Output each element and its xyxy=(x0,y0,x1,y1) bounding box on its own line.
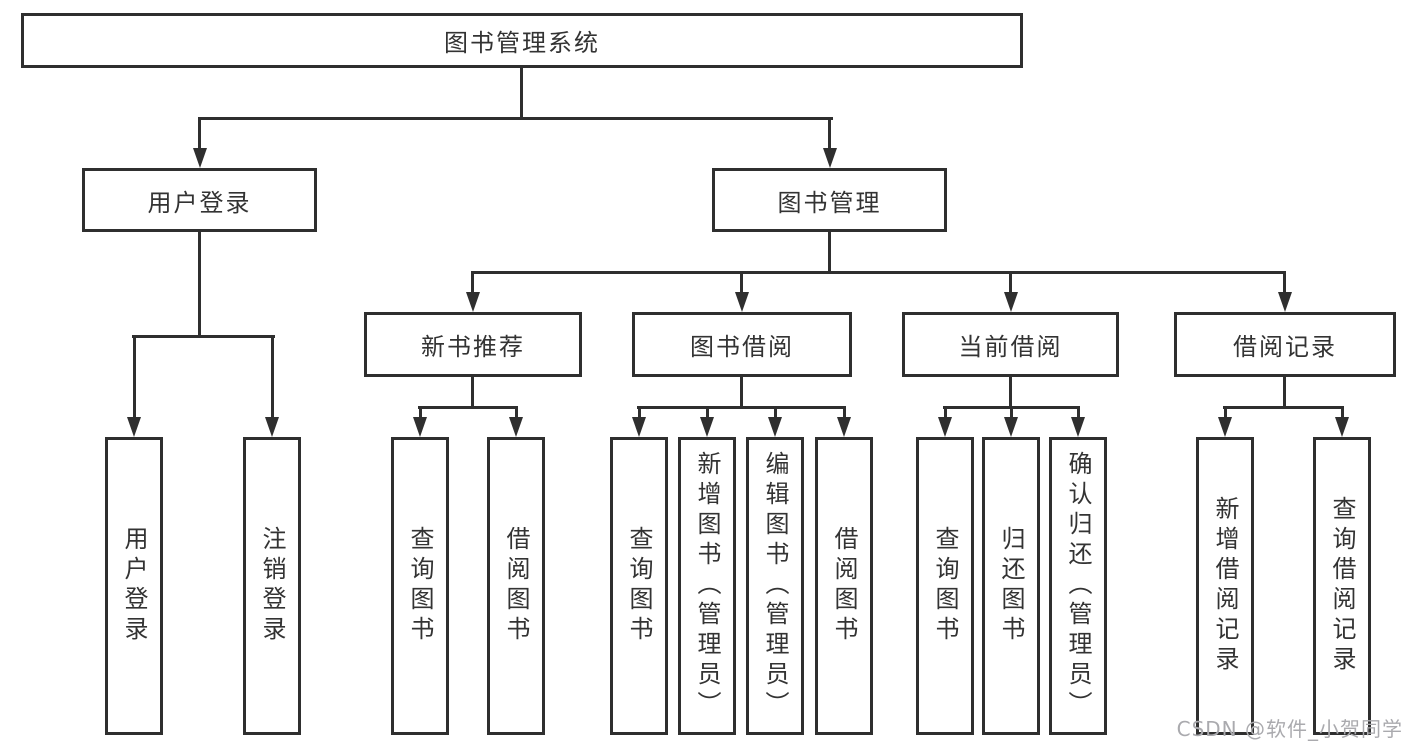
connector-line xyxy=(843,406,846,419)
connector-line xyxy=(637,406,846,409)
leaf-records-add: 新增借阅记录 xyxy=(1196,437,1254,735)
node-book-borrow: 图书借阅 xyxy=(632,312,852,377)
arrowhead-icon xyxy=(413,417,427,437)
connector-line xyxy=(1009,271,1012,295)
arrowhead-icon xyxy=(700,417,714,437)
connector-line xyxy=(1223,406,1344,409)
leaf-label: 查询图书 xyxy=(931,526,959,646)
node-new-books-label: 新书推荐 xyxy=(421,333,525,361)
connector-line xyxy=(1224,406,1227,419)
connector-line xyxy=(198,117,201,151)
connector-line xyxy=(471,271,1286,274)
leaf-borrow-edit-admin: 编辑图书（管理员） xyxy=(746,437,804,735)
node-user-login-label: 用户登录 xyxy=(147,188,252,217)
node-book-management-label: 图书管理 xyxy=(777,188,882,217)
arrowhead-icon xyxy=(1218,417,1232,437)
connector-line xyxy=(706,406,709,419)
connector-line xyxy=(1283,271,1286,295)
leaf-label: 注销登录 xyxy=(258,526,286,646)
arrowhead-icon xyxy=(938,417,952,437)
connector-line xyxy=(133,335,136,419)
leaf-label: 编辑图书（管理员） xyxy=(761,451,789,721)
leaf-label: 归还图书 xyxy=(997,526,1025,646)
leaf-borrow-add-admin: 新增图书（管理员） xyxy=(678,437,736,735)
arrowhead-icon xyxy=(735,292,749,312)
connector-line xyxy=(198,232,201,338)
node-current-borrow-label: 当前借阅 xyxy=(958,333,1063,361)
arrowhead-icon xyxy=(466,292,480,312)
leaf-newbooks-borrow: 借阅图书 xyxy=(487,437,545,735)
connector-line xyxy=(944,406,947,419)
connector-line xyxy=(740,377,743,408)
leaf-label: 新增图书（管理员） xyxy=(693,451,721,721)
leaf-label: 借阅图书 xyxy=(502,526,530,646)
connector-line xyxy=(520,68,523,120)
leaf-label: 查询图书 xyxy=(406,526,434,646)
node-root: 图书管理系统 xyxy=(21,13,1023,68)
arrowhead-icon xyxy=(823,148,837,168)
connector-line xyxy=(132,335,275,338)
arrowhead-icon xyxy=(193,148,207,168)
leaf-label: 查询图书 xyxy=(625,526,653,646)
connector-line xyxy=(774,406,777,419)
connector-line xyxy=(1341,406,1344,419)
leaf-records-query: 查询借阅记录 xyxy=(1313,437,1371,735)
node-borrow-records: 借阅记录 xyxy=(1174,312,1396,377)
arrowhead-icon xyxy=(509,417,523,437)
node-borrow-records-label: 借阅记录 xyxy=(1233,333,1337,361)
connector-line xyxy=(471,377,474,408)
node-book-management: 图书管理 xyxy=(712,168,947,232)
connector-line xyxy=(419,406,422,419)
node-current-borrow: 当前借阅 xyxy=(902,312,1119,377)
arrowhead-icon xyxy=(768,417,782,437)
leaf-borrow-query: 查询图书 xyxy=(610,437,668,735)
arrowhead-icon xyxy=(265,417,279,437)
connector-line xyxy=(740,271,743,295)
arrowhead-icon xyxy=(1071,417,1085,437)
leaf-borrow-borrow: 借阅图书 xyxy=(815,437,873,735)
connector-line xyxy=(1283,377,1286,408)
node-user-login: 用户登录 xyxy=(82,168,317,232)
connector-line xyxy=(828,117,831,151)
connector-line xyxy=(418,406,518,409)
arrowhead-icon xyxy=(127,417,141,437)
connector-line xyxy=(471,271,474,295)
arrowhead-icon xyxy=(1004,292,1018,312)
connector-line xyxy=(638,406,641,419)
arrowhead-icon xyxy=(1335,417,1349,437)
connector-line xyxy=(1009,377,1012,408)
connector-line xyxy=(828,232,831,274)
csdn-watermark: CSDN @软件_小贺同学 xyxy=(1176,717,1403,741)
leaf-current-return: 归还图书 xyxy=(982,437,1040,735)
leaf-newbooks-query: 查询图书 xyxy=(391,437,449,735)
leaf-label: 借阅图书 xyxy=(830,526,858,646)
leaf-user-login: 用户登录 xyxy=(105,437,163,735)
leaf-current-query: 查询图书 xyxy=(916,437,974,735)
leaf-label: 查询借阅记录 xyxy=(1328,496,1356,676)
node-new-books: 新书推荐 xyxy=(364,312,582,377)
leaf-current-confirm-admin: 确认归还（管理员） xyxy=(1049,437,1107,735)
arrowhead-icon xyxy=(837,417,851,437)
connector-line xyxy=(1077,406,1080,419)
connector-line xyxy=(198,117,833,120)
arrowhead-icon xyxy=(1004,417,1018,437)
node-book-borrow-label: 图书借阅 xyxy=(690,333,794,361)
connector-line xyxy=(1010,406,1013,419)
connector-line xyxy=(271,335,274,419)
connector-line xyxy=(515,406,518,419)
arrowhead-icon xyxy=(1278,292,1292,312)
arrowhead-icon xyxy=(632,417,646,437)
leaf-label: 用户登录 xyxy=(120,526,148,646)
leaf-label: 新增借阅记录 xyxy=(1211,496,1239,676)
leaf-logout: 注销登录 xyxy=(243,437,301,735)
node-root-label: 图书管理系统 xyxy=(444,29,600,57)
leaf-label: 确认归还（管理员） xyxy=(1064,451,1092,721)
